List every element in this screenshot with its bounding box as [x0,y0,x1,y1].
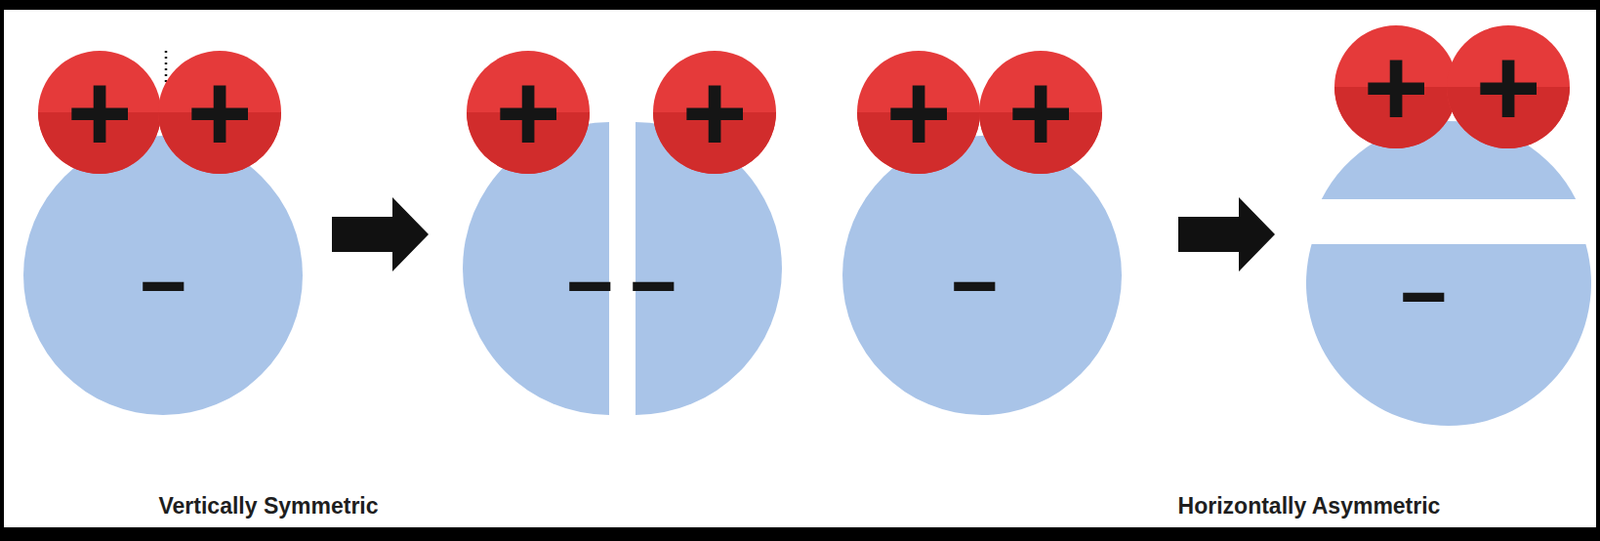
body-disc [842,135,1122,415]
positive-charge: + [158,50,282,174]
block-arrow [1178,197,1275,272]
charge-disc [1334,25,1458,149]
charge-disc [979,50,1103,174]
plus-sign: + [494,56,561,169]
plus-sign: + [681,56,747,169]
charge-disc [1446,25,1570,149]
plus-sign: + [66,56,132,169]
body-disc [23,135,303,415]
positive-charge: + [1446,25,1570,149]
caption-label: Horizontally Asymmetric [1178,492,1441,520]
charge-disc [38,50,162,174]
caption-label: Vertically Symmetric [158,492,378,520]
block-arrow [331,197,429,272]
split-segment: − [1306,244,1592,426]
positive-charge: + [38,50,162,174]
split-segment-outline [1306,244,1592,426]
plus-sign: + [1362,31,1429,144]
charge-disc [653,50,777,174]
charged-body: − [842,135,1122,415]
charge-disc [857,50,981,174]
plus-sign: + [1475,31,1541,144]
minus-sign: − [138,244,187,327]
minus-sign: − [565,244,614,327]
plus-sign: + [1007,56,1073,169]
positive-charge: + [466,50,590,174]
segment-disc [1306,244,1592,426]
minus-sign: − [1398,254,1447,337]
positive-charge: + [857,50,981,174]
charge-disc [158,50,282,174]
charged-body: − [23,135,303,415]
plus-sign: + [885,56,951,169]
minus-sign: − [628,244,677,327]
positive-charge: + [653,50,777,174]
positive-charge: + [1334,25,1458,149]
positive-charge: + [979,50,1103,174]
plus-sign: + [186,56,252,169]
minus-sign: − [949,244,998,327]
charge-disc [466,50,590,174]
